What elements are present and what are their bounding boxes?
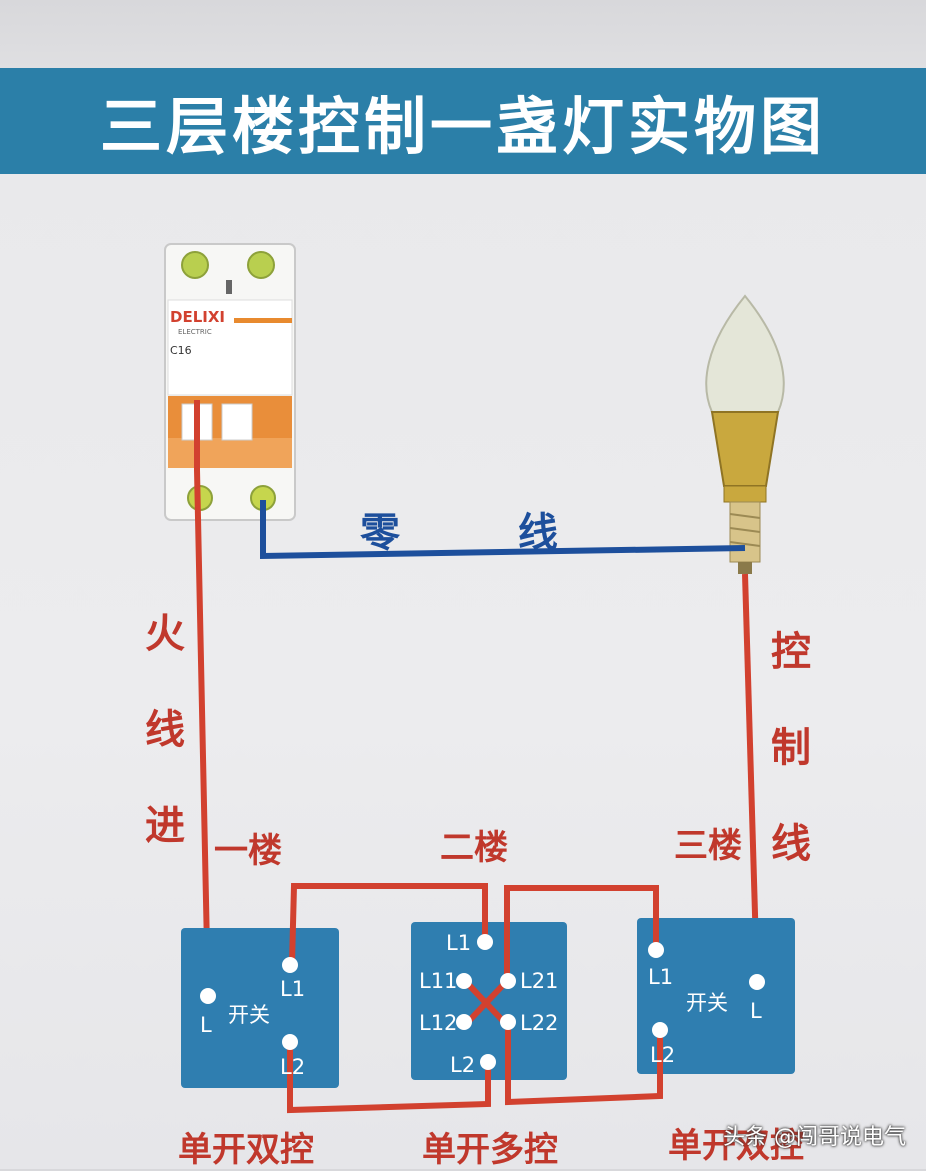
terminal-middle-l1 [477, 934, 493, 950]
control-wire-label-char: 制 [771, 725, 811, 771]
floor-label-first: 一楼 [214, 831, 282, 871]
control-wire [742, 573, 760, 983]
breaker-screw-icon [181, 251, 209, 279]
breaker-brand: DELIXI [170, 308, 225, 326]
terminal-middle-l22 [500, 1014, 516, 1030]
control-wire-label-char: 控 [771, 629, 811, 675]
live-wire-in [194, 400, 211, 997]
terminal-label: L11 [419, 969, 457, 993]
terminal-left-l [200, 988, 216, 1004]
terminal-right-l [749, 974, 765, 990]
terminal-label: L2 [650, 1043, 675, 1067]
live-wire-label-char: 线 [145, 707, 185, 753]
terminal-label: L2 [280, 1055, 305, 1079]
live-wire-label-char: 火 [145, 611, 185, 657]
switch-plate-left [181, 928, 339, 1088]
watermark: 头条 @闯哥说电气 [723, 1125, 906, 1150]
terminal-middle-l12 [456, 1014, 472, 1030]
terminal-middle-l21 [500, 973, 516, 989]
breaker-screw-icon [247, 251, 275, 279]
terminal-label: L22 [520, 1011, 558, 1035]
terminal-label: L [200, 1013, 212, 1037]
terminal-label: L12 [419, 1011, 457, 1035]
floor-label-second: 二楼 [440, 828, 508, 868]
terminal-left-l1 [282, 957, 298, 973]
switch-center-label: 开关 [686, 991, 728, 1015]
live-wire-label-char: 进 [145, 803, 185, 849]
terminal-right-l1 [648, 942, 664, 958]
terminal-label: L1 [446, 931, 471, 955]
terminal-right-l2 [652, 1022, 668, 1038]
switch-plate-right [637, 918, 795, 1074]
terminal-label: L21 [520, 969, 558, 993]
switch-center-label: 开关 [228, 1003, 270, 1027]
floor-label-third: 三楼 [674, 826, 742, 866]
circuit-breaker: DELIXI ELECTRIC C16 [164, 243, 296, 521]
title-banner: 三层楼控制一盏灯实物图 [0, 68, 926, 174]
terminal-middle-l11 [456, 973, 472, 989]
control-wire-label: 控 制 线 [766, 604, 816, 892]
terminal-left-l2 [282, 1034, 298, 1050]
switch-type-right: 单开双控 [668, 1126, 804, 1166]
terminal-label: L2 [450, 1053, 475, 1077]
terminal-middle-l2 [480, 1054, 496, 1070]
neutral-wire [260, 500, 746, 560]
breaker-rating: C16 [170, 344, 192, 357]
terminal-label: L1 [648, 965, 673, 989]
neutral-wire-label: 零 线 [360, 510, 610, 556]
candle-bulb [705, 294, 785, 574]
control-wire-label-char: 线 [771, 821, 811, 867]
traveller-wire-l1 [289, 883, 488, 964]
traveller-wire-l2 [287, 1044, 491, 1114]
cross-link-icon [465, 981, 507, 1025]
breaker-brand-sub: ELECTRIC [178, 328, 212, 336]
terminal-screws [200, 934, 765, 1070]
page-title: 三层楼控制一盏灯实物图 [99, 90, 826, 163]
terminal-label: L1 [280, 977, 305, 1001]
traveller-wire-l21 [504, 885, 659, 978]
switch-type-left: 单开双控 [178, 1130, 314, 1170]
live-wire-label: 火 线 进 [140, 586, 190, 874]
terminal-label: L [750, 999, 762, 1023]
traveller-wire-l22 [505, 1022, 663, 1106]
switch-type-middle: 单开多控 [422, 1130, 558, 1170]
